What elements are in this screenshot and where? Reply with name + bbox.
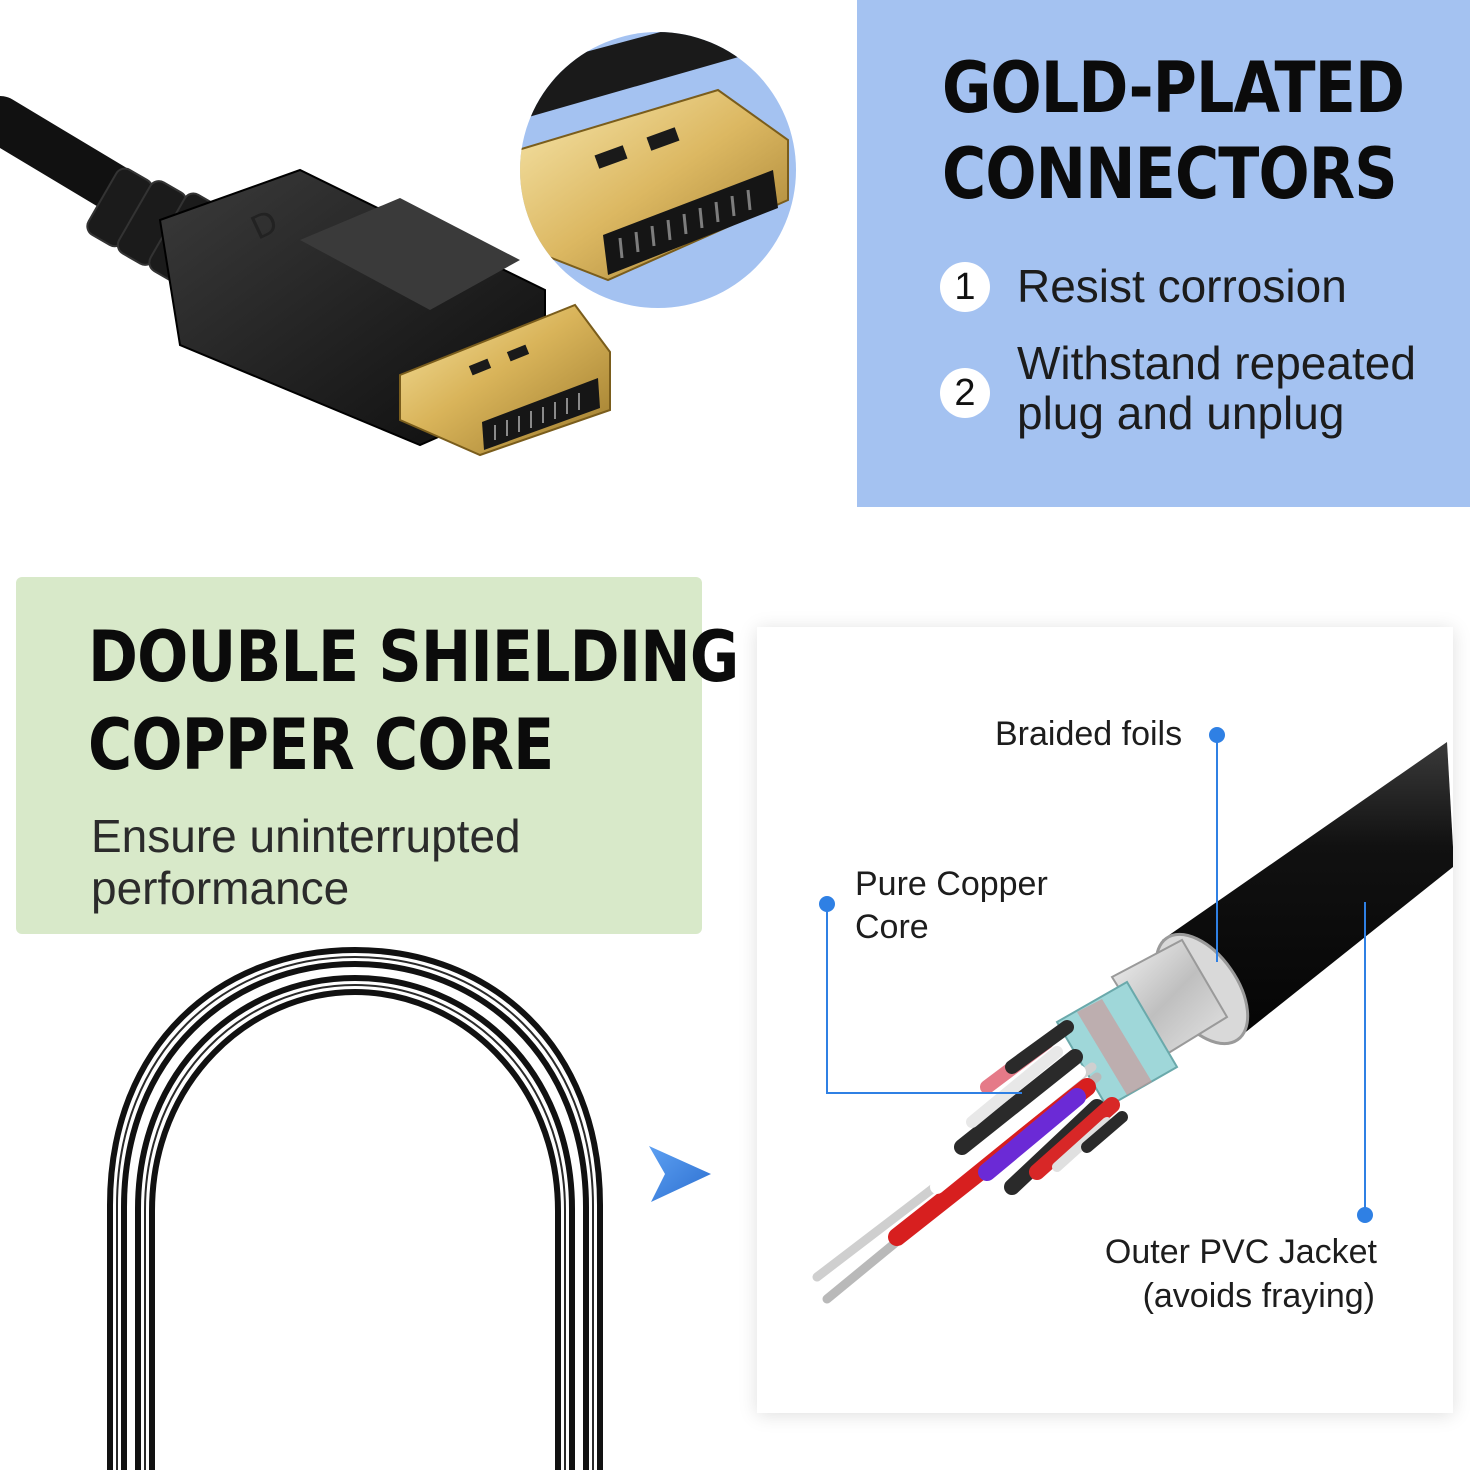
connector-zoom-image <box>520 32 796 308</box>
gold-connectors-panel: GOLD-PLATED CONNECTORS 1 Resist corrosio… <box>857 0 1470 507</box>
displayport-plug-image: D <box>0 96 611 457</box>
coiled-cable-image <box>107 946 603 1470</box>
gold-title-line1: GOLD-PLATED <box>942 47 1405 129</box>
callout-outer-jacket-line2: (avoids fraying) <box>1142 1277 1375 1315</box>
shield-subtitle-line1: Ensure uninterrupted <box>91 810 521 862</box>
callout-braided-foils: Braided foils <box>995 715 1183 753</box>
feature-withstand-line2: plug and unplug <box>1017 387 1345 439</box>
feature-number-badge: 1 <box>940 262 990 312</box>
arrow-right-icon <box>649 1146 711 1202</box>
shield-title-line2: COPPER CORE <box>88 704 554 786</box>
feature-resist-corrosion: Resist corrosion <box>1017 260 1347 312</box>
shield-title-line1: DOUBLE SHIELDING <box>88 616 739 698</box>
callout-outer-jacket-line1: Outer PVC Jacket <box>1104 1233 1377 1271</box>
feature-number-badge: 2 <box>940 368 990 418</box>
callout-pure-copper-line1: Pure Copper <box>855 865 1048 903</box>
double-shielding-panel: DOUBLE SHIELDING COPPER CORE Ensure unin… <box>16 577 739 934</box>
cable-cross-section-card: Braided foils Pure Copper Core Outer PVC… <box>757 627 1453 1413</box>
callout-pure-copper-line2: Core <box>855 908 929 946</box>
feature-withstand-line1: Withstand repeated <box>1017 337 1416 389</box>
gold-title-line2: CONNECTORS <box>942 133 1398 215</box>
cable-cross-section-image <box>812 727 1453 1304</box>
shield-subtitle-line2: performance <box>91 862 350 914</box>
